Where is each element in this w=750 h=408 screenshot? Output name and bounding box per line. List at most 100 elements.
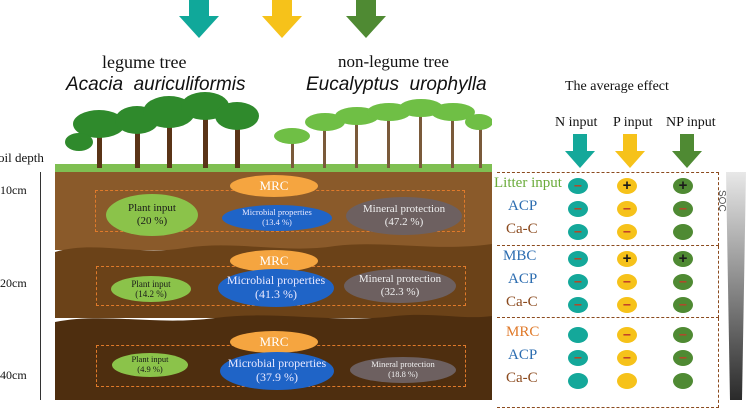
mineral-pct-1: (47.2 %)	[384, 216, 424, 228]
microbial-ellipse-1: Microbial properties (13.4 %)	[222, 205, 332, 231]
neutral-circle-icon	[568, 373, 588, 389]
nonlegume-species: Eucalyptus urophylla	[306, 74, 487, 95]
minus-circle-icon: −	[568, 224, 588, 240]
acacia-tree-icons	[65, 92, 259, 168]
neutral-circle-icon	[673, 373, 693, 389]
minus-circle-icon: −	[617, 274, 637, 290]
minus-circle-icon: −	[673, 274, 693, 290]
p-arrow-icon	[615, 151, 645, 168]
plant-input-pct-3: (4.9 %)	[137, 364, 163, 374]
neutral-circle-icon	[568, 327, 588, 343]
np-arrow-shaft	[680, 134, 694, 152]
effect-row-label: Litter input	[494, 175, 562, 191]
effect-row-label: ACP	[508, 198, 538, 214]
microbial-pct-3: (37.9 %)	[256, 370, 298, 384]
effect-row-label: Ca-C	[506, 370, 538, 386]
trees-illustration	[55, 92, 492, 176]
microbial-label-3: Microbial properties	[227, 356, 327, 371]
p-arrow-shaft	[623, 134, 637, 152]
depth-label-40: 40cm	[0, 368, 27, 382]
effect-group-2-box	[497, 246, 719, 318]
plant-input-label-1: Plant input	[128, 202, 176, 215]
plus-circle-icon: +	[617, 177, 637, 194]
soil-depth-label: oil depth	[0, 150, 44, 165]
soc-gradient-wedge	[726, 172, 746, 400]
mrc-ellipse-2: MRC	[230, 250, 318, 272]
effect-row-label: MBC	[503, 248, 537, 264]
plant-input-label-2: Plant input	[131, 278, 171, 289]
mineral-label-1: Mineral protection	[362, 203, 446, 216]
mineral-ellipse-2: Mineral protection (32.3 %)	[344, 269, 456, 303]
mineral-label-2: Mineral protection	[358, 273, 442, 286]
minus-circle-icon: −	[568, 201, 588, 217]
microbial-label-1: Microbial properties	[242, 207, 312, 218]
plant-input-pct-1: (20 %)	[136, 215, 168, 227]
mrc-label-1: MRC	[259, 177, 289, 193]
plant-input-ellipse-2: Plant input (14.2 %)	[111, 276, 191, 302]
yellow-arrow-icon	[262, 16, 302, 38]
nonlegume-label: non-legume tree	[338, 52, 449, 71]
plant-input-pct-2: (14.2 %)	[135, 289, 167, 299]
eucalyptus-tree-icons	[274, 99, 492, 168]
plant-input-label-3: Plant input	[131, 354, 169, 365]
mineral-ellipse-1: Mineral protection (47.2 %)	[346, 197, 462, 235]
plant-input-ellipse-3: Plant input (4.9 %)	[112, 353, 188, 377]
microbial-pct-2: (41.3 %)	[255, 287, 297, 301]
effect-row-label: ACP	[508, 347, 538, 363]
minus-circle-icon: −	[617, 201, 637, 217]
col-n-input: N input	[555, 115, 598, 130]
minus-circle-icon: −	[568, 178, 588, 194]
soc-label: SOC	[716, 190, 727, 212]
effect-title: The average effect	[565, 79, 669, 94]
plus-circle-icon: +	[673, 250, 693, 267]
teal-arrow-icon	[179, 16, 219, 38]
legume-label: legume tree	[102, 52, 187, 72]
n-arrow-icon	[565, 151, 595, 168]
minus-circle-icon: −	[568, 251, 588, 267]
plant-input-ellipse-1: Plant input (20 %)	[106, 194, 198, 236]
minus-circle-icon: −	[568, 274, 588, 290]
green-arrow-shaft	[356, 0, 376, 18]
n-arrow-shaft	[573, 134, 587, 152]
minus-circle-icon: −	[673, 297, 693, 313]
mrc-ellipse-3: MRC	[230, 331, 318, 353]
mrc-label-3: MRC	[259, 333, 289, 349]
effect-row-label: ACP	[508, 271, 538, 287]
plus-circle-icon: +	[617, 250, 637, 267]
mineral-pct-2: (32.3 %)	[380, 286, 420, 298]
effect-row-label: MRC	[506, 324, 540, 340]
minus-circle-icon: −	[617, 327, 637, 343]
microbial-pct-1: (13.4 %)	[262, 217, 292, 227]
depth-label-10: 10cm	[0, 183, 27, 197]
mineral-label-3: Mineral protection	[371, 359, 435, 370]
col-np-input: NP input	[666, 115, 716, 130]
mrc-ellipse-1: MRC	[230, 175, 318, 197]
effect-row-label: Ca-C	[506, 294, 538, 310]
effect-row-label: Ca-C	[506, 221, 538, 237]
mineral-ellipse-3: Mineral protection (18.8 %)	[350, 357, 456, 383]
neutral-circle-icon	[673, 224, 693, 240]
minus-circle-icon: −	[673, 201, 693, 217]
minus-circle-icon: −	[568, 350, 588, 366]
col-p-input: P input	[613, 115, 653, 130]
legume-species: Acacia auriculiformis	[66, 74, 246, 95]
plus-circle-icon: +	[673, 177, 693, 194]
minus-circle-icon: −	[673, 327, 693, 343]
depth-axis-line	[40, 172, 41, 400]
minus-circle-icon: −	[617, 350, 637, 366]
green-arrow-icon	[346, 16, 386, 38]
depth-label-20: 20cm	[0, 276, 27, 290]
teal-arrow-shaft	[189, 0, 209, 18]
minus-circle-icon: −	[617, 297, 637, 313]
minus-circle-icon: −	[568, 297, 588, 313]
minus-circle-icon: −	[617, 224, 637, 240]
microbial-label-2: Microbial properties	[226, 273, 326, 288]
microbial-ellipse-3: Microbial properties (37.9 %)	[220, 352, 334, 390]
mrc-label-2: MRC	[259, 252, 289, 268]
mineral-pct-3: (18.8 %)	[388, 369, 418, 379]
yellow-arrow-shaft	[272, 0, 292, 18]
effect-group-1-box	[497, 172, 719, 246]
microbial-ellipse-2: Microbial properties (41.3 %)	[218, 269, 334, 307]
np-arrow-icon	[672, 151, 702, 168]
minus-circle-icon: −	[673, 350, 693, 366]
